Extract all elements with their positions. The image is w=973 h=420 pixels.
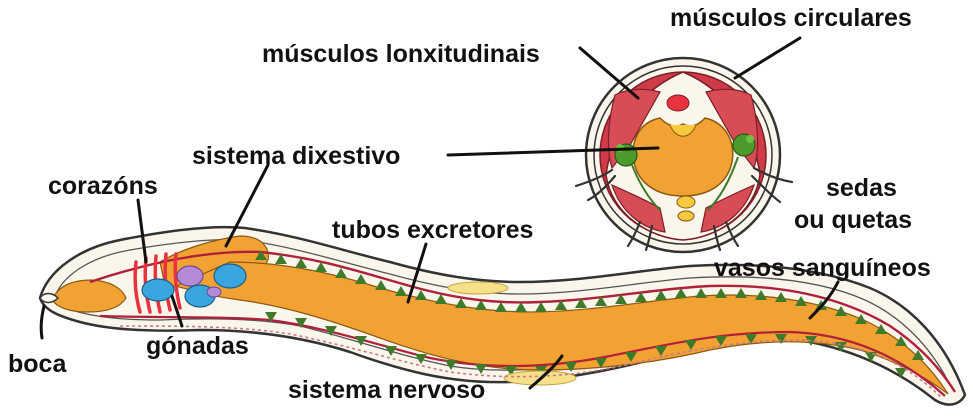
label-vasos-sanguineos: vasos sanguíneos [714,254,931,282]
label-boca: boca [8,350,67,378]
nerve-cord-cross [678,211,694,221]
label-tubos-excretores: tubos excretores [332,216,533,244]
label-sistema-nervoso: sistema nervoso [288,376,485,404]
label-sedas-line1: sedas [826,174,897,202]
leader-musculos-circulares [735,38,800,78]
leader-boca [41,306,44,338]
label-musculos-circulares: músculos circulares [670,4,912,32]
cross-section [576,58,792,252]
label-musculos-lonxitudinais: músculos lonxitudinais [262,40,540,68]
dorsal-vessel [667,95,689,111]
label-sistema-dixestivo: sistema dixestivo [192,142,400,170]
yellow-patch-top [448,282,508,294]
ventral-vessel [677,196,695,208]
label-corazons: corazóns [48,172,158,200]
label-gonadas: gónadas [146,332,249,360]
label-sedas-line2: ou quetas [794,206,912,234]
